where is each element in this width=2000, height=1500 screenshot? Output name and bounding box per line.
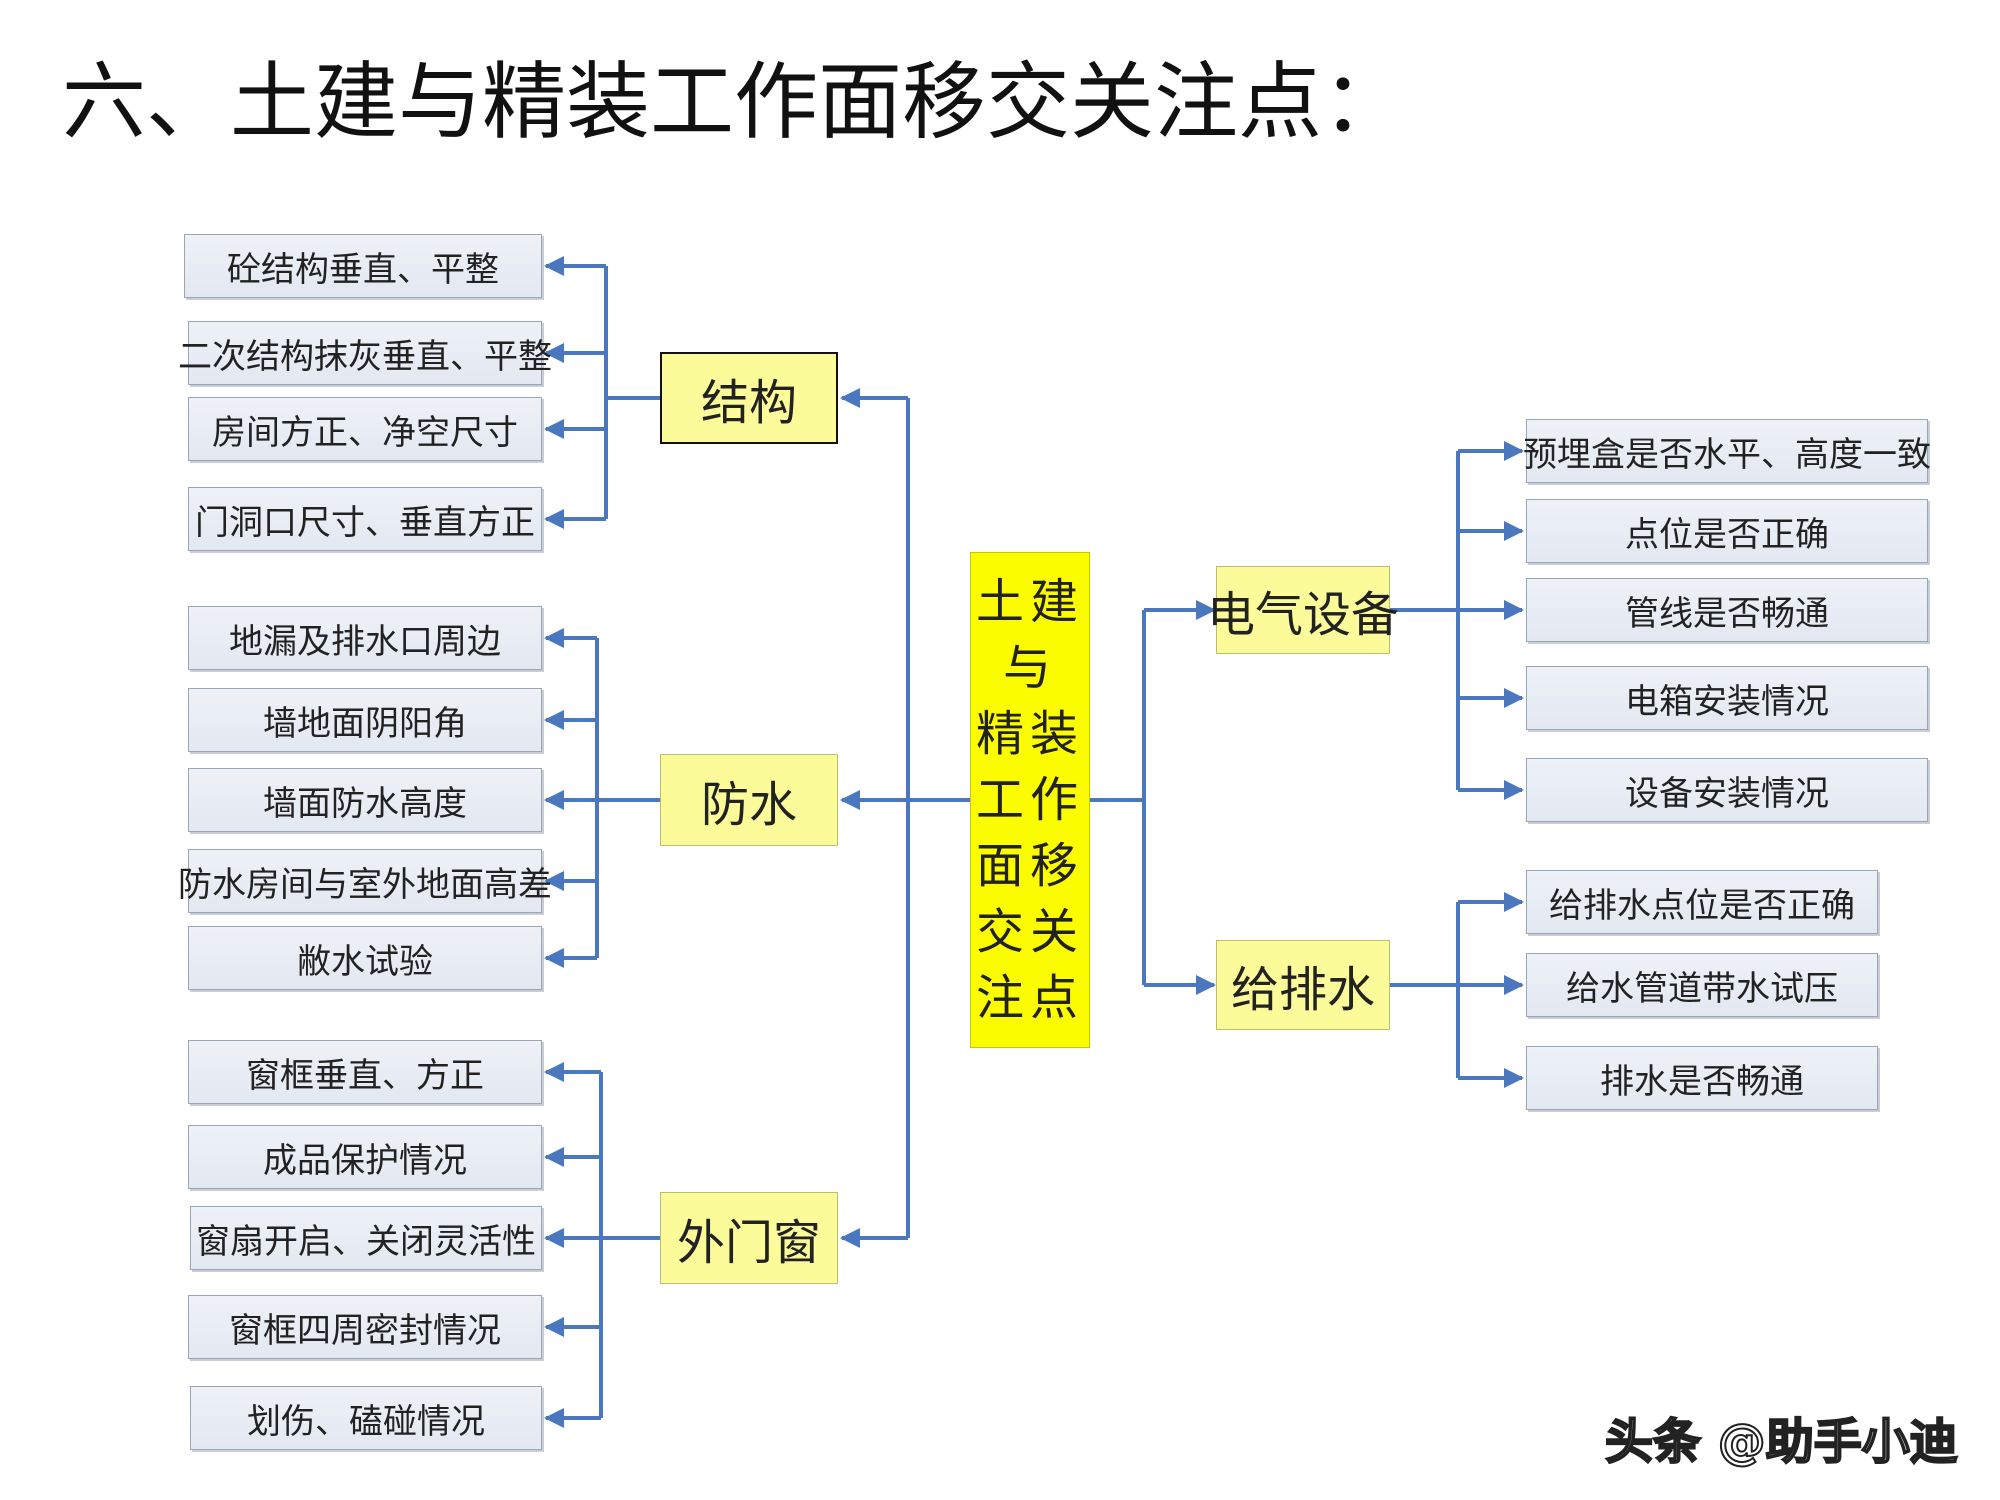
- plumbing-item: 给排水点位是否正确: [1526, 870, 1878, 934]
- center-line: 精装: [975, 706, 1084, 762]
- electrical-item: 点位是否正确: [1526, 499, 1928, 563]
- windows-item: 窗框四周密封情况: [188, 1295, 542, 1359]
- windows-item: 成品保护情况: [188, 1125, 542, 1189]
- category-structure: 结构: [660, 352, 838, 444]
- waterproof-item: 墙面防水高度: [188, 768, 542, 832]
- electrical-item: 管线是否畅通: [1526, 578, 1928, 642]
- windows-item: 划伤、磕碰情况: [190, 1386, 542, 1450]
- waterproof-item: 墙地面阴阳角: [188, 688, 542, 752]
- electrical-item: 预埋盒是否水平、高度一致: [1523, 419, 1931, 483]
- electrical-item: 电箱安装情况: [1526, 666, 1928, 730]
- plumbing-item: 排水是否畅通: [1526, 1046, 1878, 1110]
- center-line: 交关: [975, 904, 1084, 960]
- windows-item: 窗扇开启、关闭灵活性: [190, 1206, 542, 1270]
- center-line: 注点: [975, 970, 1084, 1026]
- electrical-item: 设备安装情况: [1526, 758, 1928, 822]
- waterproof-item: 敝水试验: [188, 926, 542, 990]
- structure-item: 二次结构抹灰垂直、平整: [178, 321, 552, 385]
- center-line: 工作: [975, 772, 1084, 828]
- structure-item: 砼结构垂直、平整: [184, 234, 542, 298]
- center-line: 面移: [975, 838, 1084, 894]
- structure-item: 门洞口尺寸、垂直方正: [188, 487, 542, 551]
- waterproof-item: 防水房间与室外地面高差: [178, 849, 552, 913]
- structure-item: 房间方正、净空尺寸: [188, 397, 542, 461]
- category-electrical: 电气设备: [1207, 566, 1399, 654]
- category-plumbing: 给排水: [1216, 940, 1390, 1030]
- category-windows: 外门窗: [660, 1192, 838, 1284]
- watermark: 头条 @助手小迪: [1604, 1413, 1959, 1471]
- page-title: 六、土建与精装工作面移交关注点：: [62, 53, 1407, 151]
- category-waterproof: 防水: [660, 754, 838, 846]
- windows-item: 窗框垂直、方正: [188, 1040, 542, 1104]
- center-line: 土建: [975, 574, 1084, 630]
- waterproof-item: 地漏及排水口周边: [188, 606, 542, 670]
- center-line: 与: [1002, 640, 1057, 696]
- center-node: 土建 与 精装 工作 面移 交关 注点: [970, 552, 1090, 1048]
- plumbing-item: 给水管道带水试压: [1526, 953, 1878, 1017]
